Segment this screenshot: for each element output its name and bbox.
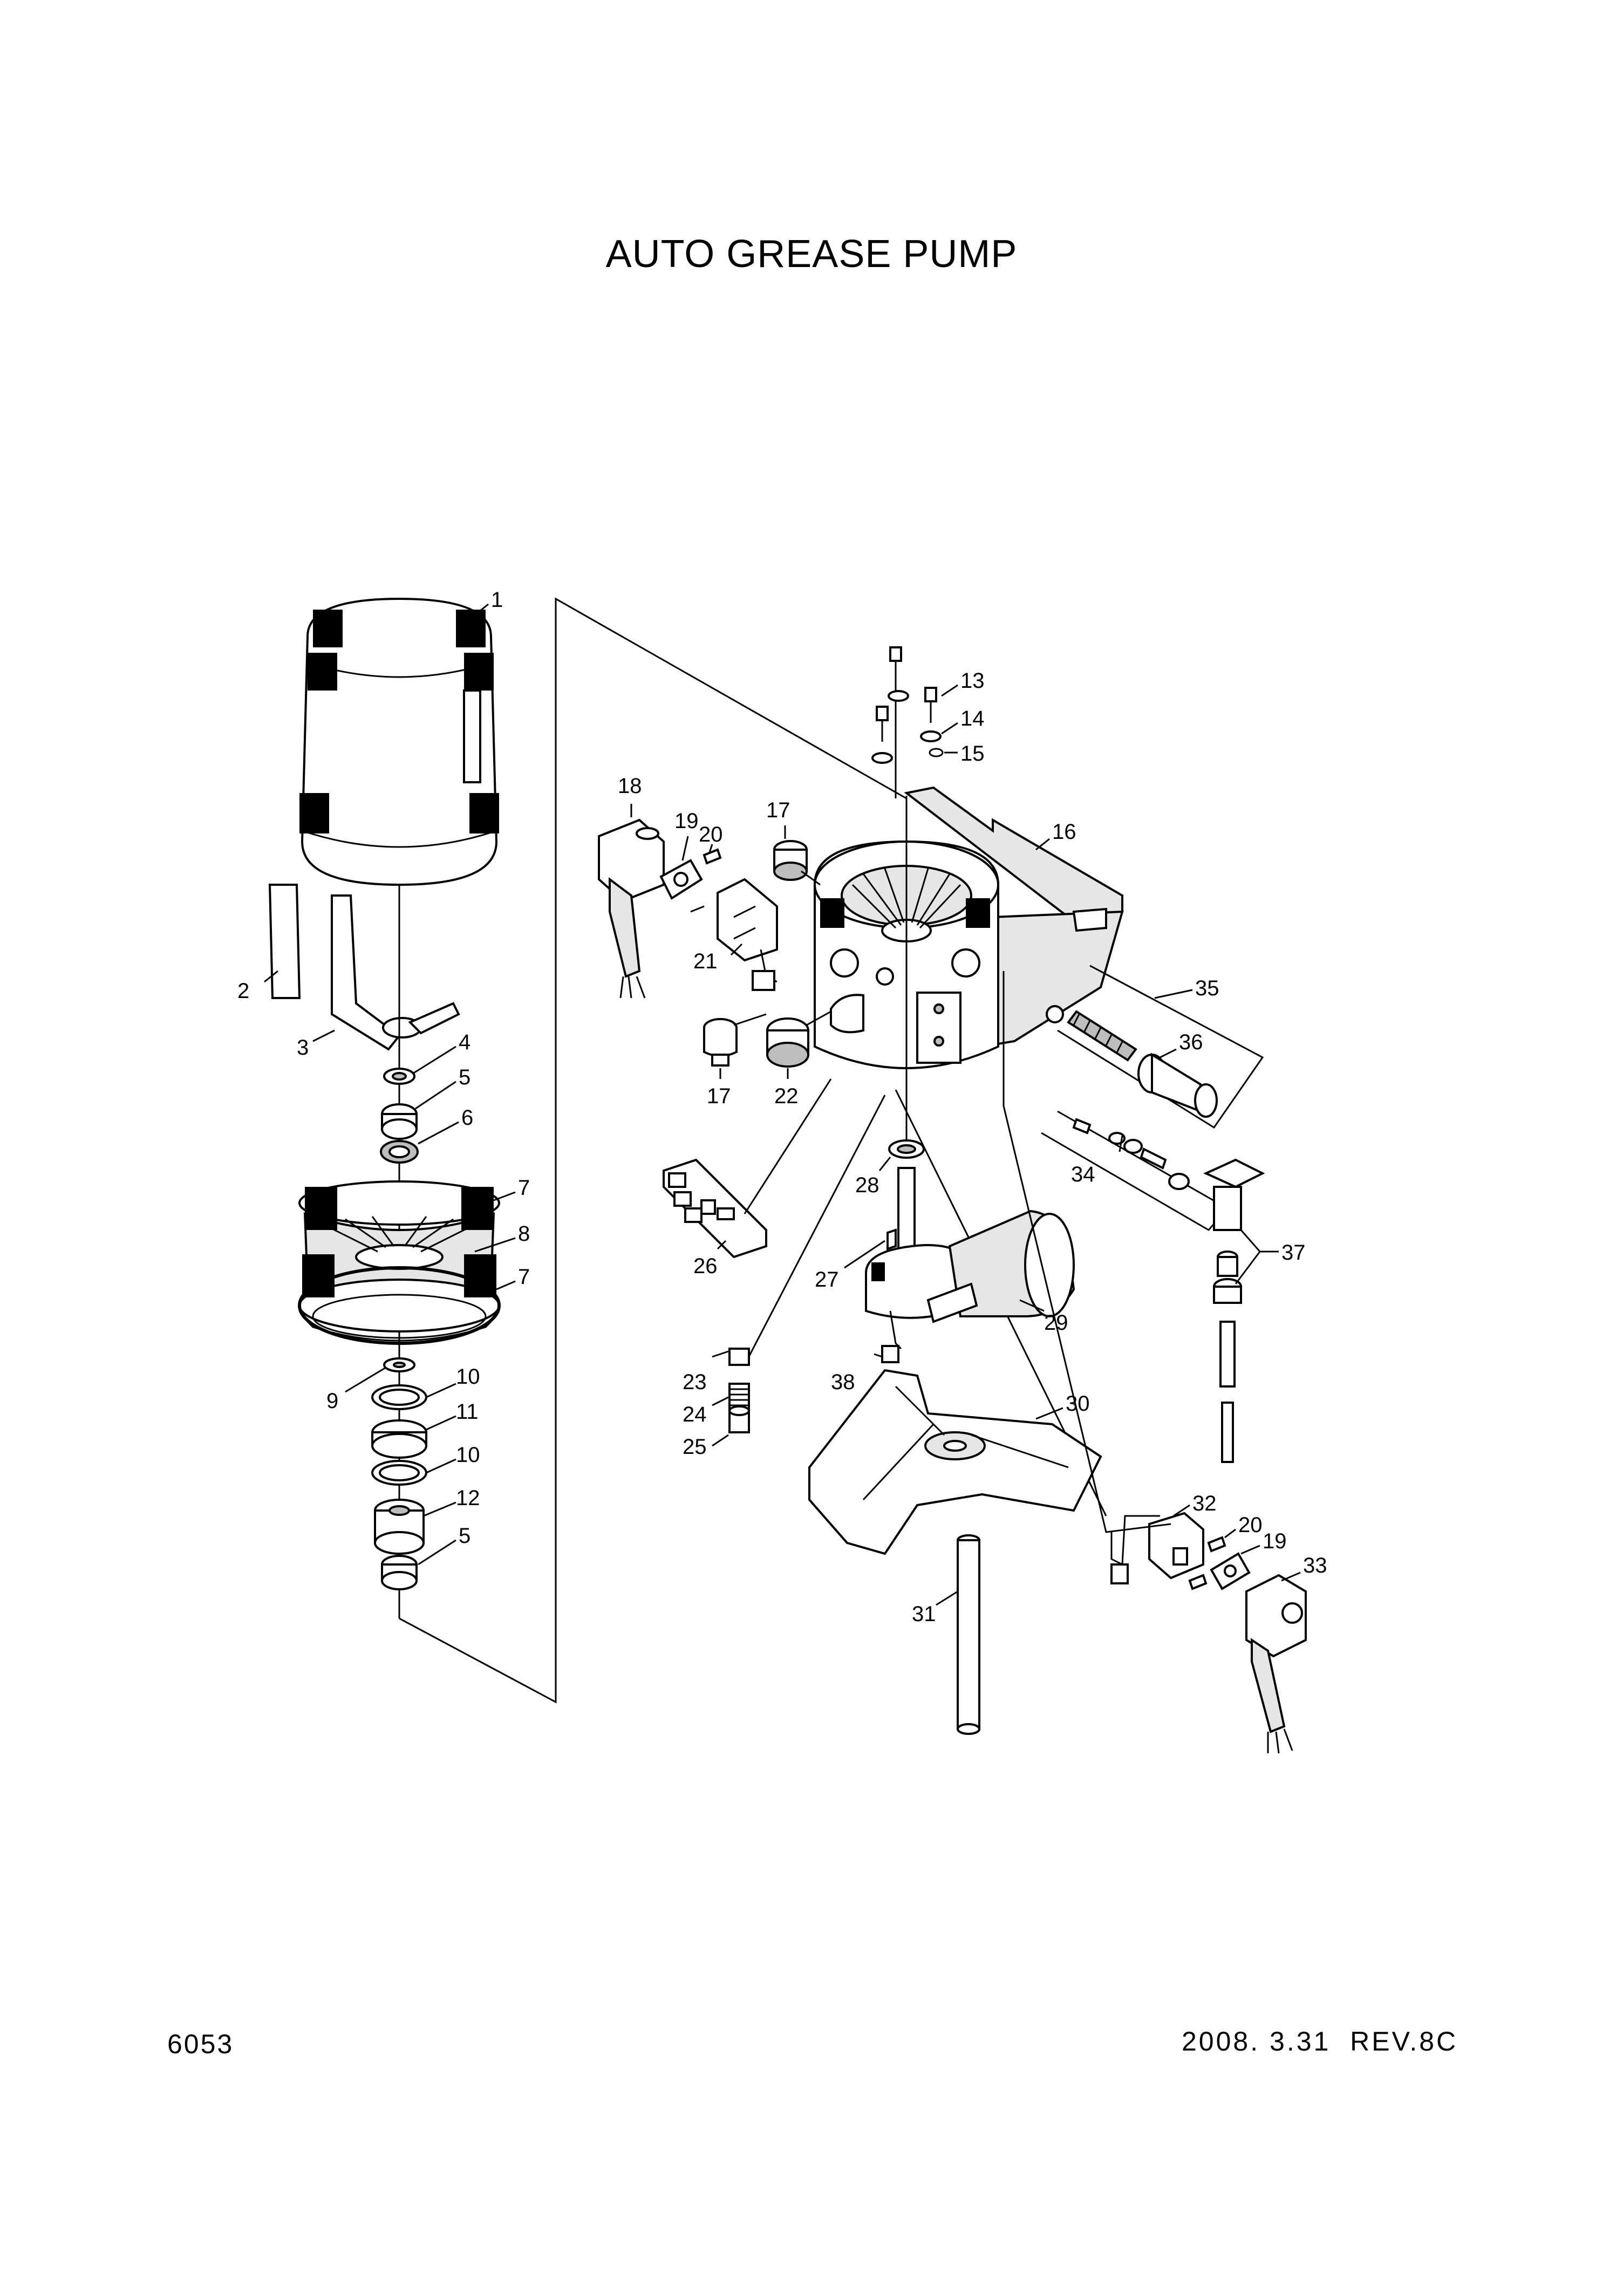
relief-valve-36 bbox=[1137, 1053, 1218, 1118]
callout-2: 2 bbox=[237, 979, 249, 1003]
callout-3: 3 bbox=[297, 1036, 309, 1060]
motor-29 bbox=[865, 1167, 1075, 1350]
follower-plate-assembly bbox=[298, 1180, 500, 1342]
callout-8: 8 bbox=[518, 1222, 530, 1246]
bearing-upper bbox=[381, 1103, 418, 1140]
bushing-11 bbox=[371, 1419, 427, 1459]
gasket-19-upper bbox=[659, 859, 703, 900]
callout-10: 10 bbox=[456, 1365, 480, 1389]
callout-10b: 10 bbox=[456, 1443, 480, 1467]
callout-32: 32 bbox=[1192, 1492, 1217, 1515]
solenoid-33 bbox=[1245, 1574, 1307, 1754]
callout-11: 11 bbox=[456, 1400, 479, 1424]
plug-17-upper bbox=[773, 840, 821, 886]
callout-30: 30 bbox=[1066, 1392, 1090, 1416]
callout-26: 26 bbox=[693, 1254, 718, 1278]
callout-38: 38 bbox=[831, 1370, 855, 1394]
callout-21: 21 bbox=[693, 949, 718, 973]
callout-labels: 1 2 3 4 5 6 7 8 7 9 10 11 10 12 5 13 14 … bbox=[237, 588, 1327, 1626]
callout-25: 25 bbox=[683, 1435, 707, 1459]
callout-13: 13 bbox=[960, 669, 985, 693]
connector-38 bbox=[881, 1345, 899, 1363]
suction-tube-31 bbox=[957, 1534, 980, 1735]
pin-27 bbox=[886, 1228, 897, 1250]
callout-23: 23 bbox=[683, 1370, 707, 1394]
stirring-paddle-blade bbox=[268, 884, 301, 999]
callout-27: 27 bbox=[815, 1268, 839, 1292]
spring-23-24-25 bbox=[728, 1348, 750, 1433]
callout-35: 35 bbox=[1195, 976, 1219, 1000]
spring-relief bbox=[1067, 1010, 1137, 1062]
callout-12: 12 bbox=[456, 1486, 480, 1510]
pressure-switch-32 bbox=[1110, 1512, 1204, 1584]
callout-5b: 5 bbox=[459, 1524, 470, 1548]
bearing-lower bbox=[381, 1555, 418, 1590]
callout-18: 18 bbox=[618, 774, 642, 798]
plug-22 bbox=[766, 1010, 831, 1068]
callout-34: 34 bbox=[1071, 1163, 1095, 1186]
page-code: 6053 bbox=[167, 2029, 234, 2059]
callout-4: 4 bbox=[459, 1030, 470, 1054]
hub-12 bbox=[374, 1499, 425, 1555]
page-title: AUTO GREASE PUMP bbox=[605, 233, 1018, 276]
callout-31: 31 bbox=[912, 1602, 936, 1626]
control-board-26 bbox=[663, 1078, 832, 1259]
callout-20b: 20 bbox=[1238, 1513, 1263, 1537]
screw-20-upper bbox=[690, 848, 722, 913]
screws-13-14-15 bbox=[871, 646, 944, 798]
callout-24: 24 bbox=[683, 1403, 707, 1426]
seal-28 bbox=[888, 1139, 925, 1159]
callout-36: 36 bbox=[1179, 1030, 1203, 1054]
plug-17-lower bbox=[703, 1013, 767, 1067]
callout-33: 33 bbox=[1303, 1554, 1327, 1577]
callout-9: 9 bbox=[326, 1389, 338, 1413]
callout-19b: 19 bbox=[1263, 1529, 1287, 1553]
callout-7b: 7 bbox=[518, 1265, 530, 1289]
o-ring-7-lower bbox=[298, 1266, 501, 1345]
callout-20: 20 bbox=[699, 823, 723, 846]
callout-17b: 17 bbox=[707, 1084, 731, 1108]
retaining-ring-10-upper bbox=[371, 1384, 427, 1410]
screw-20-lower bbox=[1188, 1536, 1226, 1590]
callout-29: 29 bbox=[1044, 1311, 1068, 1335]
gasket-19-lower bbox=[1210, 1552, 1251, 1590]
callout-6: 6 bbox=[461, 1106, 473, 1130]
callout-5: 5 bbox=[459, 1065, 470, 1089]
callout-37: 37 bbox=[1281, 1241, 1306, 1265]
callout-1: 1 bbox=[491, 588, 503, 612]
callout-15: 15 bbox=[960, 742, 985, 766]
connector-21 bbox=[717, 878, 778, 991]
callout-22: 22 bbox=[774, 1084, 799, 1108]
retaining-ring-10-lower bbox=[371, 1460, 427, 1486]
fitting-37 bbox=[1203, 1158, 1265, 1463]
solenoid-valve-18 bbox=[598, 818, 665, 999]
seal-ring-6 bbox=[380, 1140, 419, 1164]
check-valve-34 bbox=[1041, 1110, 1229, 1231]
callout-19: 19 bbox=[674, 809, 699, 833]
washer-9 bbox=[383, 1357, 415, 1372]
shaft-nut bbox=[383, 1068, 415, 1085]
reservoir-cover bbox=[299, 597, 499, 886]
bracket-35 bbox=[1057, 965, 1264, 1129]
callout-28: 28 bbox=[855, 1173, 879, 1197]
stirring-paddle bbox=[331, 894, 460, 1051]
callout-7: 7 bbox=[518, 1176, 530, 1200]
callout-16: 16 bbox=[1052, 820, 1076, 844]
callout-17: 17 bbox=[766, 798, 790, 822]
revision-date: 2008. 3.31 REV.8C bbox=[1182, 2026, 1458, 2056]
callout-14: 14 bbox=[960, 707, 985, 730]
base-plate-30 bbox=[808, 1369, 1102, 1555]
